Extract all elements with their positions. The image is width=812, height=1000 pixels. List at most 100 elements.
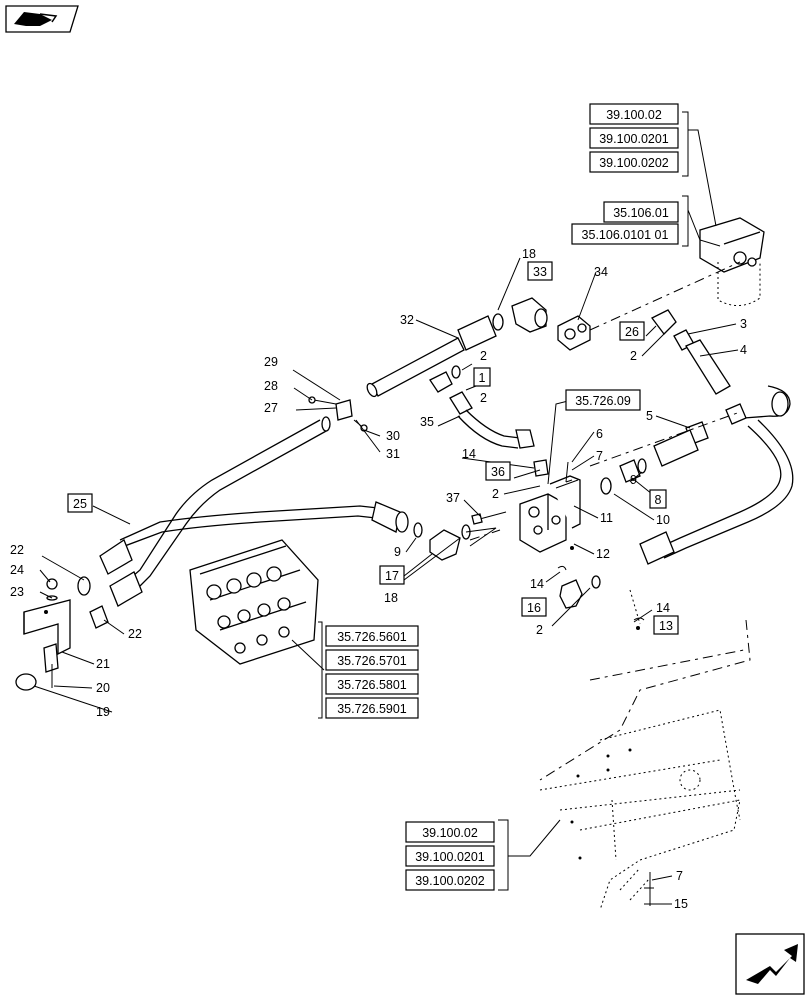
boxed-1[interactable]: 1 [479,371,486,385]
adapter-1[interactable] [429,371,453,393]
label-21: 21 [96,657,110,671]
label-23: 23 [10,585,24,599]
label-37: 37 [446,491,460,505]
label-7-a: 7 [596,449,603,463]
hose-25[interactable] [99,416,409,607]
o-ring-18-top[interactable] [492,313,504,331]
adapter-8[interactable] [619,459,641,483]
washer-7[interactable] [565,479,573,483]
boxed-items: 1 8 13 16 17 25 26 33 36 [67,261,679,635]
nut-22-right[interactable] [89,605,109,629]
item-13-line [629,589,641,625]
label-14-a: 14 [462,447,476,461]
label-7-b: 7 [676,869,683,883]
ref-filter-0: 35.106.01 [613,206,669,220]
bracket-21[interactable] [23,599,71,673]
boxed-17[interactable]: 17 [385,569,399,583]
boxed-8[interactable]: 8 [655,493,662,507]
chassis-outline [539,619,751,911]
clip-14-b[interactable] [557,565,567,571]
hose-4[interactable] [673,329,731,395]
item-labels: 2 2 2 2 2 3 4 5 6 7 7 9 9 10 11 12 14 14… [10,247,747,911]
o-ring-2-a[interactable] [451,365,461,379]
label-18-a: 18 [522,247,536,261]
o-ring-2-b[interactable] [591,575,601,589]
label-29: 29 [264,355,278,369]
elbow-17[interactable] [429,529,461,561]
label-10: 10 [656,513,670,527]
bolt-37[interactable] [471,511,507,525]
label-31: 31 [386,447,400,461]
label-15: 15 [674,897,688,911]
hose-35[interactable] [449,391,535,449]
label-12: 12 [596,547,610,561]
ref-top-0: 39.100.02 [606,108,662,122]
fitting-36[interactable] [533,459,549,477]
filter-assembly[interactable] [699,217,765,306]
o-ring-9-left[interactable] [413,522,423,538]
label-27: 27 [264,401,278,415]
ref-valve-0: 35.726.5601 [337,630,407,644]
cap-19[interactable] [15,673,37,691]
ref-top-1: 39.100.0201 [599,132,669,146]
label-34: 34 [594,265,608,279]
hose-5[interactable] [653,421,709,467]
label-32: 32 [400,313,414,327]
boxed-25[interactable]: 25 [73,497,87,511]
label-2-d: 2 [492,487,499,501]
ref-brackets [318,111,689,891]
boxed-13[interactable]: 13 [659,619,673,633]
label-19: 19 [96,705,110,719]
next-arrow-icon[interactable] [735,933,805,995]
label-9-b: 9 [394,545,401,559]
ref-top-group[interactable]: 39.100.02 39.100.0201 39.100.0202 [589,103,679,173]
label-20: 20 [96,681,110,695]
ref-valve[interactable]: 35.726.09 [565,389,641,411]
label-18-b: 18 [384,591,398,605]
ref-valve-group[interactable]: 35.726.5601 35.726.5701 35.726.5801 35.7… [325,625,419,719]
item-12[interactable] [570,546,574,550]
clamp-assembly[interactable] [308,396,368,432]
ref-valve-3: 35.726.5901 [337,702,407,716]
ref-frame-1: 39.100.0201 [415,850,485,864]
boxed-26[interactable]: 26 [625,325,639,339]
elbow-17-link [465,527,497,547]
label-2-e: 2 [536,623,543,637]
label-9-a: 9 [630,473,637,487]
control-valve-drawing[interactable] [189,539,319,665]
label-2-c: 2 [630,349,637,363]
fitting-26[interactable] [651,309,677,335]
valve-block-11[interactable] [519,475,581,553]
boxed-33[interactable]: 33 [533,265,547,279]
elbow-16[interactable] [559,579,583,609]
o-ring-9-right[interactable] [637,458,647,474]
boxed-36[interactable]: 36 [491,465,505,479]
label-6: 6 [596,427,603,441]
ref-valve-2: 35.726.5801 [337,678,407,692]
elbow-33[interactable] [511,297,548,333]
label-2-b: 2 [480,391,487,405]
label-22-a: 22 [10,543,24,557]
label-35: 35 [420,415,434,429]
ref-frame-group[interactable]: 39.100.02 39.100.0201 39.100.0202 [405,821,495,891]
stud-6[interactable] [565,461,569,483]
label-2-a: 2 [480,349,487,363]
ref-filter-1: 35.106.0101 01 [582,228,669,242]
boxed-16[interactable]: 16 [527,601,541,615]
label-14-b: 14 [530,577,544,591]
ref-filter-group[interactable]: 35.106.01 35.106.0101 01 [571,201,679,245]
return-hose[interactable] [639,385,794,565]
label-3: 3 [740,317,747,331]
bolt-37-centerline [469,529,501,541]
o-ring-10[interactable] [600,477,612,495]
label-28: 28 [264,379,278,393]
label-5: 5 [646,409,653,423]
item-13[interactable] [636,626,640,630]
o-ring-22-left[interactable] [77,576,91,596]
book-hand-icon[interactable] [5,5,79,33]
ref-frame-2: 39.100.0202 [415,874,485,888]
leader-lines [33,129,739,906]
hose-32[interactable] [365,315,497,398]
coupling-34[interactable] [557,315,591,351]
hose-5-centerline [589,411,741,467]
